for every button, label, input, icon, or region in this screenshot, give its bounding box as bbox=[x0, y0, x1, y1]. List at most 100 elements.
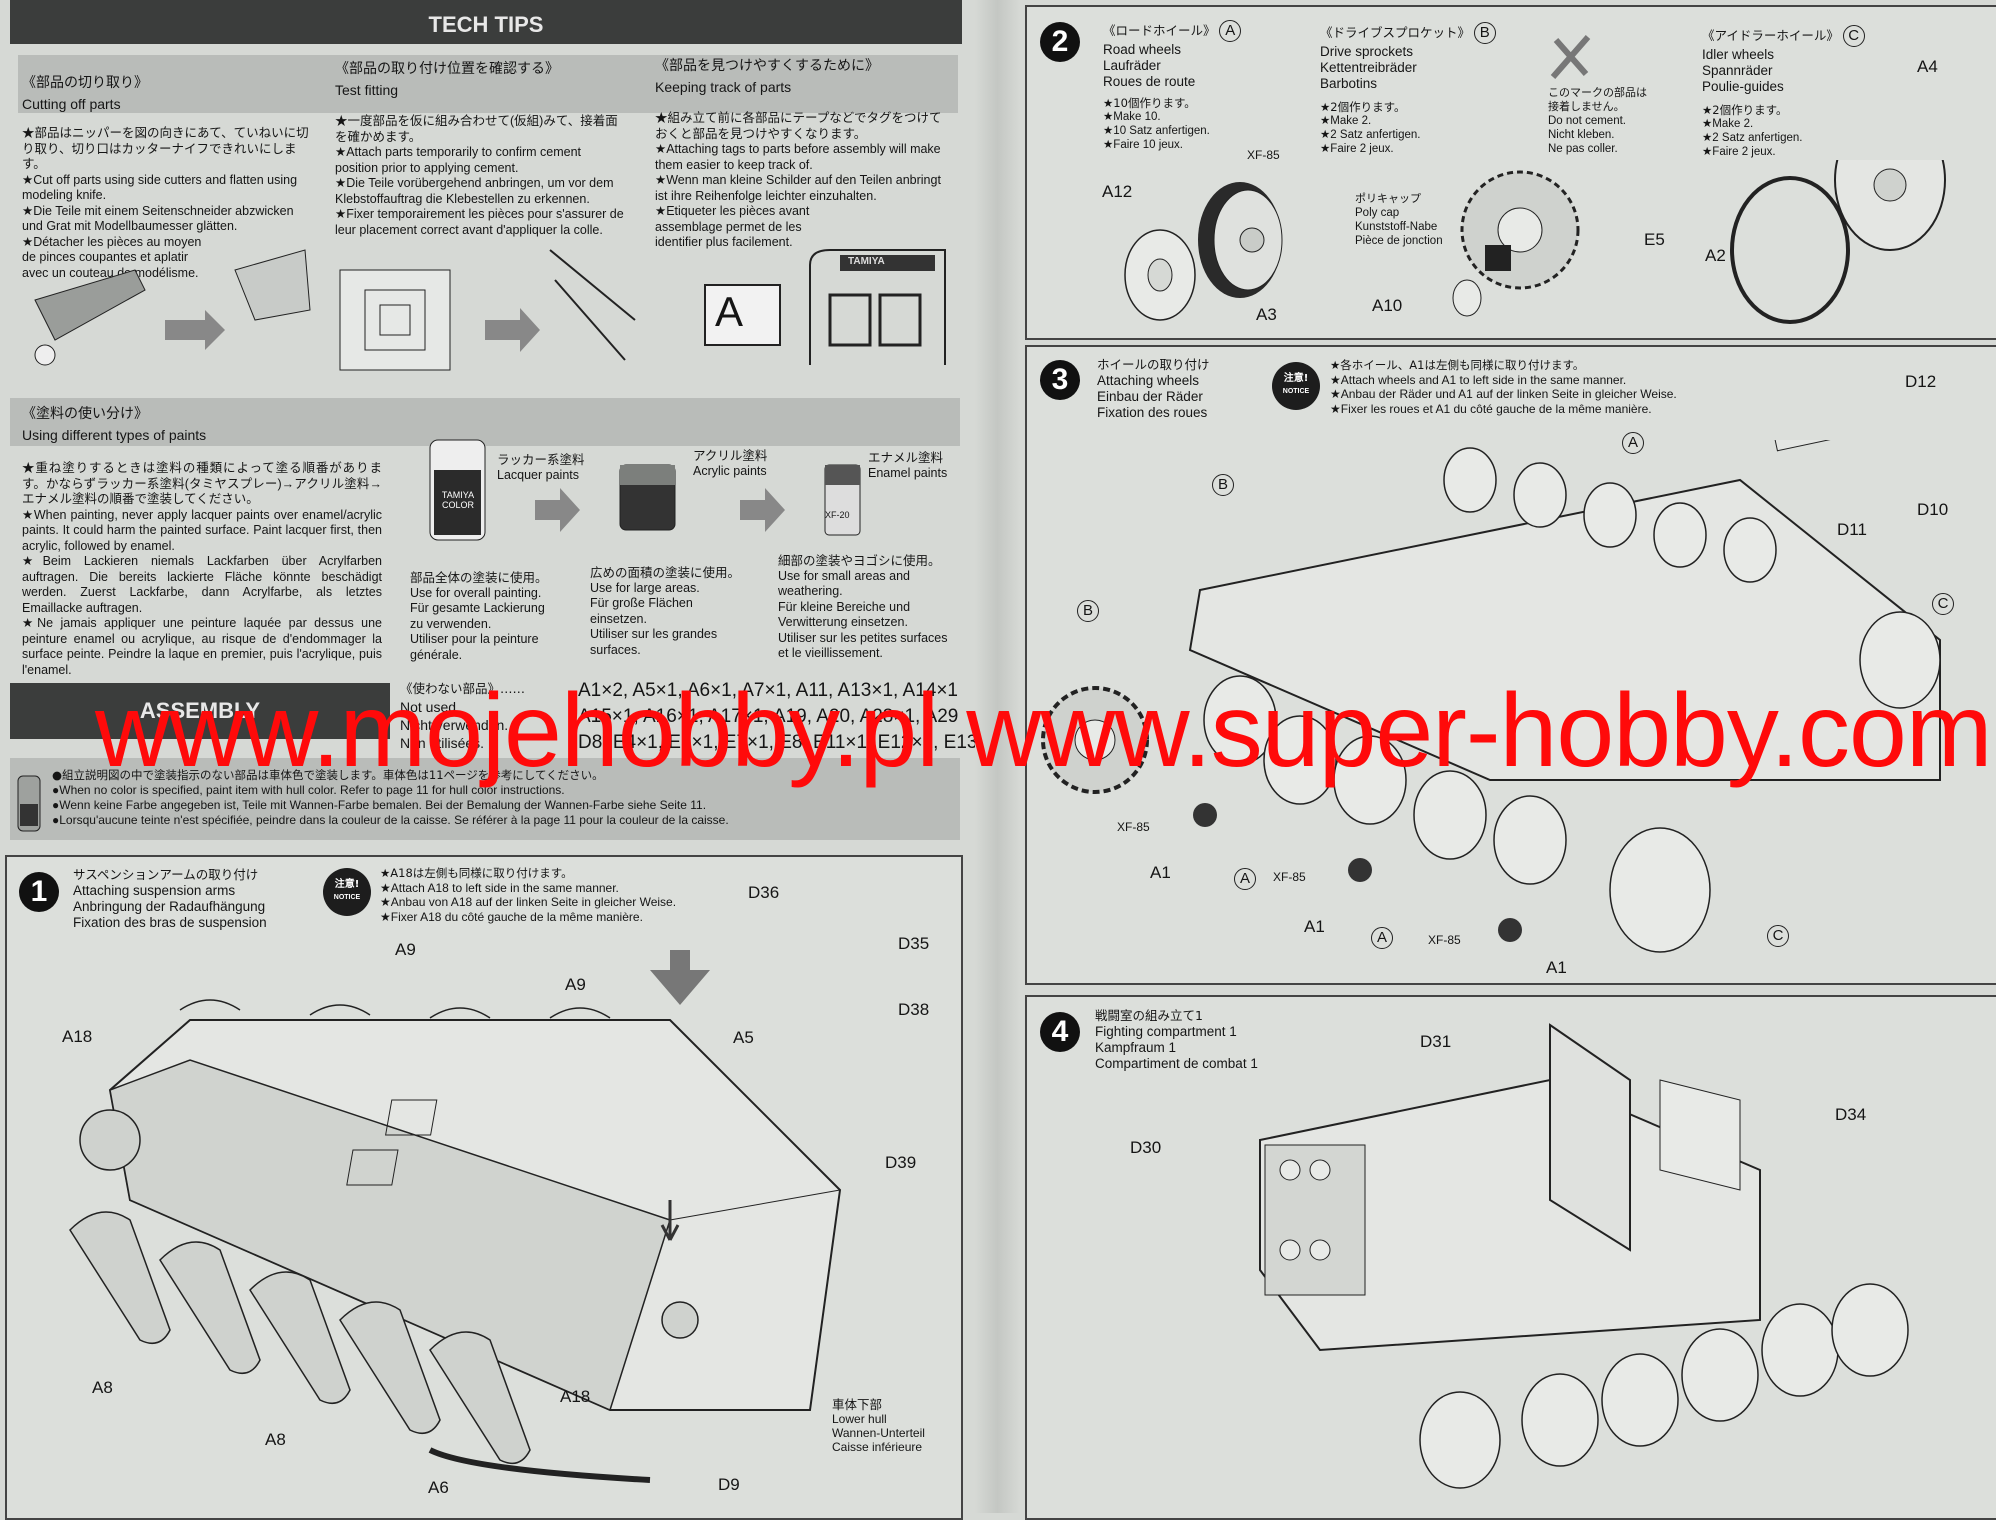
cutting-section: 《部品の切り取り》 Cutting off parts ★部品はニッパーを図の向… bbox=[22, 72, 312, 281]
part-label: D10 bbox=[1917, 500, 1949, 519]
section-title: Keeping track of parts bbox=[655, 79, 792, 95]
unused-parts-list: A1×2, A5×1, A6×1, A7×1, A11, A13×1, A14×… bbox=[578, 678, 999, 756]
mark-c: C bbox=[1932, 593, 1954, 615]
text: ★When painting, never apply lacquer pain… bbox=[22, 507, 382, 553]
text: ★Attach parts temporarily to confirm cem… bbox=[335, 145, 582, 175]
text: ★Die Teile mit einem Seitenschneider abz… bbox=[22, 203, 294, 234]
step-2-wheels-drawing bbox=[1124, 160, 1946, 324]
text: ●When no color is specified, paint item … bbox=[52, 783, 565, 797]
notice-badge: 注意!NOTICE bbox=[323, 868, 371, 916]
tag-illustration bbox=[704, 249, 946, 365]
step-3-number: 3 bbox=[1040, 360, 1080, 400]
part-label: E5 bbox=[1644, 230, 1665, 249]
part-label: A1 bbox=[1150, 863, 1171, 882]
title-fr: Fixation des roues bbox=[1097, 405, 1208, 420]
name: Drive sprockets bbox=[1320, 44, 1414, 59]
mark-b: B bbox=[1077, 600, 1099, 622]
text: Für große Flächen einsetzen. bbox=[590, 596, 693, 626]
title-fr: Compartiment de combat 1 bbox=[1095, 1056, 1258, 1071]
text: ポリキャップ bbox=[1355, 192, 1421, 205]
part-label: A5 bbox=[733, 1028, 754, 1047]
part-label: A10 bbox=[1372, 296, 1403, 315]
section-title-jp: 《部品の取り付け位置を確認する》 bbox=[335, 61, 559, 77]
hull-color-note: ●組立説明図の中で塗装指示のない部品は車体色で塗装します。車体色は11ページを参… bbox=[10, 758, 960, 840]
part-label: A4 bbox=[1917, 57, 1938, 76]
text: ★組み立て前に各部品にテープなどでタグをつけておくと部品を見つけやすくなります。 bbox=[655, 111, 942, 141]
title-jp: 戦闘室の組み立て1 bbox=[1095, 1008, 1203, 1023]
text: ★Ne jamais appliquer une peinture laquée… bbox=[22, 616, 382, 677]
drive-sprockets-info: 《ドライブスプロケット》 B Drive sprockets Kettentre… bbox=[1320, 22, 1496, 156]
text: ★Attaching tags to parts before assembly… bbox=[655, 142, 941, 172]
no-cement-icon bbox=[1550, 35, 1591, 79]
text: Caisse inférieure bbox=[832, 1440, 923, 1454]
mark-b: B bbox=[1473, 22, 1496, 44]
part-label: A18 bbox=[560, 1387, 591, 1406]
enamel-bottle-label: XF-20 bbox=[825, 510, 850, 520]
name: Barbotins bbox=[1320, 76, 1378, 91]
part-label: A6 bbox=[428, 1478, 449, 1497]
text: ★Cut off parts using side cutters and fl… bbox=[22, 172, 298, 203]
text: ★Fixer les roues et A1 du côté gauche de… bbox=[1330, 401, 1652, 416]
tech-tips-header: TECH TIPS bbox=[10, 0, 962, 44]
section-title-jp: 《塗料の使い分け》 bbox=[22, 406, 148, 422]
paint-callout: XF-85 bbox=[1273, 870, 1306, 884]
step-4-number: 4 bbox=[1040, 1012, 1080, 1052]
tech-tips-band bbox=[18, 55, 958, 113]
section-title-jp: 《部品を見つけやすくするために》 bbox=[655, 58, 879, 74]
paint-type-name: Lacquer paints bbox=[497, 467, 580, 482]
notice-en: NOTICE bbox=[333, 894, 361, 901]
text: 広めの面積の塗装に使用。 bbox=[590, 565, 741, 580]
paint-containers-illustration bbox=[429, 439, 861, 541]
tag-letter: A bbox=[715, 288, 744, 335]
text: 接着しません。 bbox=[1548, 100, 1625, 113]
part-label: D36 bbox=[748, 883, 780, 902]
text: Für gesamte Lackierung zu verwenden. bbox=[410, 601, 545, 631]
title-jp: 《ロードホイール》 bbox=[1103, 23, 1216, 38]
lower-hull-drawing bbox=[69, 950, 842, 1483]
text: ★2個作ります。 bbox=[1320, 100, 1406, 114]
name: Laufräder bbox=[1103, 58, 1161, 73]
text: ★Attach A18 to left side in the same man… bbox=[380, 880, 619, 895]
text: Ne pas coller. bbox=[1548, 143, 1618, 155]
spray-can-icon bbox=[17, 775, 41, 832]
text: ★Beim Lackieren niemals Lackfarben über … bbox=[22, 554, 382, 615]
paint-type-name: Acrylic paints bbox=[693, 463, 767, 478]
notice-badge: 注意!NOTICE bbox=[1272, 362, 1320, 410]
keeping-track-section: 《部品を見つけやすくするために》 Keeping track of parts … bbox=[655, 55, 950, 251]
sprue-brand: TAMIYA bbox=[848, 256, 885, 267]
text: Wannen-Unterteil bbox=[832, 1426, 925, 1440]
part-label: A18 bbox=[62, 1027, 93, 1046]
text: ★部品はニッパーを図の向きにあて、ていねいに切り取り、切り口はカッターナイフでき… bbox=[22, 126, 309, 171]
parts-line: D8, E4×1, E5×1, E7×1, E8, E11×1, E12×1, … bbox=[578, 732, 1000, 753]
lower-hull-label: 車体下部 Lower hull Wannen-Unterteil Caisse … bbox=[832, 1398, 925, 1455]
title-jp: 《アイドラーホイール》 bbox=[1702, 28, 1839, 43]
text: ★Détacher les pièces au moyen de pinces … bbox=[22, 234, 202, 280]
text: ●組立説明図の中で塗装指示のない部品は車体色で塗装します。車体色は11ページを参… bbox=[52, 768, 604, 782]
mark-c: C bbox=[1767, 925, 1789, 947]
unused-fr: Non utilisées. bbox=[400, 735, 485, 751]
part-label: D34 bbox=[1835, 1105, 1867, 1124]
text: ★各ホイール、A1は左側も同様に取り付けます。 bbox=[1330, 358, 1585, 372]
text: Lower hull bbox=[832, 1412, 887, 1426]
part-label: A9 bbox=[395, 940, 416, 959]
mark-c: C bbox=[1842, 25, 1865, 47]
text: Für kleine Bereiche und Verwitterung ein… bbox=[778, 599, 911, 630]
step-1-number: 1 bbox=[19, 872, 59, 912]
tech-tips-title: TECH TIPS bbox=[428, 12, 544, 37]
test-fitting-illustration bbox=[339, 249, 636, 371]
unused-en: Not used. bbox=[400, 699, 460, 715]
step-1-notes: ★A18は左側も同様に取り付けます。 ★Attach A18 to left s… bbox=[380, 866, 676, 924]
title-jp: 《ドライブスプロケット》 bbox=[1320, 25, 1471, 40]
text: ●Lorsqu'aucune teinte n'est spécifiée, p… bbox=[52, 813, 729, 827]
paint-callout: XF-85 bbox=[1428, 933, 1461, 947]
unused-de: Nicht verwenden. bbox=[400, 717, 509, 733]
part-label: A1 bbox=[1304, 917, 1325, 936]
step-4-compartment-drawing bbox=[1259, 1023, 1909, 1489]
text: ★Etiqueter les pièces avant assemblage p… bbox=[655, 204, 810, 249]
name: Idler wheels bbox=[1702, 47, 1775, 62]
text: ★Fixer A18 du côté gauche de la même man… bbox=[380, 909, 643, 924]
text: ★A18は左側も同様に取り付けます。 bbox=[380, 866, 573, 880]
text: ★Make 2. bbox=[1702, 118, 1754, 130]
text: ★Make 10. bbox=[1103, 111, 1161, 123]
section-title: Using different types of paints bbox=[22, 427, 207, 443]
